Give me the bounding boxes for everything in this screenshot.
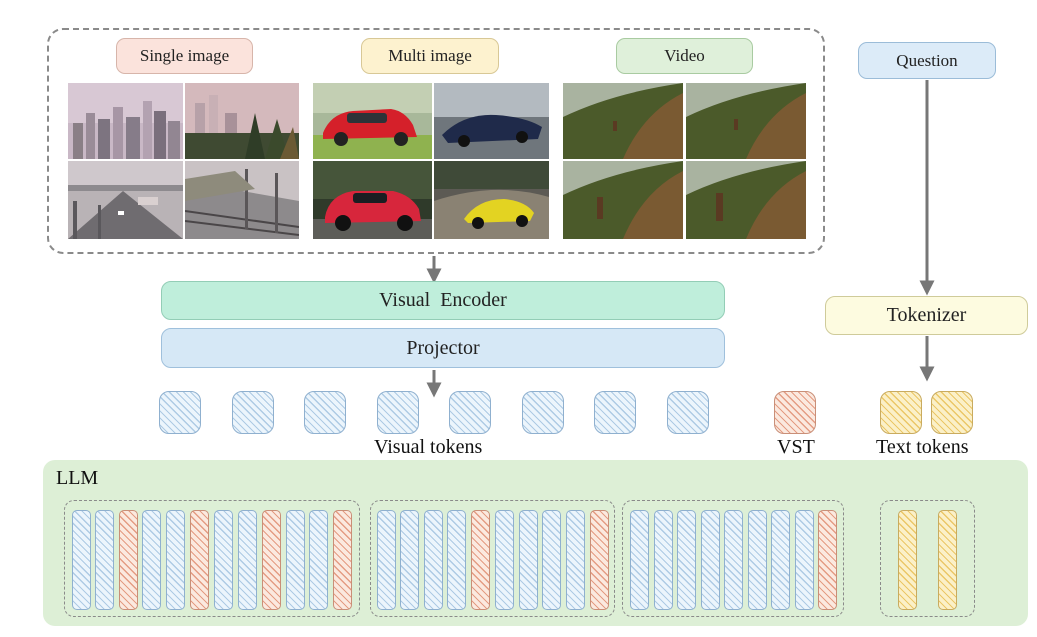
vst-token (774, 391, 816, 434)
text-token (931, 391, 973, 434)
llm-label: LLM (56, 467, 99, 489)
visual-token (377, 391, 419, 434)
llm-visual-token (286, 510, 305, 610)
llm-visual-token (142, 510, 161, 610)
llm-visual-token (424, 510, 443, 610)
multi-image-tile-3 (313, 161, 432, 239)
visual-token (304, 391, 346, 434)
llm-visual-token (495, 510, 514, 610)
llm-vst-token (590, 510, 609, 610)
llm-visual-token (214, 510, 233, 610)
multi-image-tile-1 (313, 83, 432, 159)
llm-text-token (898, 510, 917, 610)
llm-vst-token (333, 510, 352, 610)
llm-visual-token (771, 510, 790, 610)
tokenizer-block: Tokenizer (825, 296, 1028, 335)
input-modalities-frame (47, 28, 825, 254)
visual-token (522, 391, 564, 434)
llm-visual-token (238, 510, 257, 610)
video-frame-4 (686, 161, 806, 239)
projector-block: Projector (161, 328, 725, 368)
video-frame-2 (686, 83, 806, 159)
llm-vst-token (190, 510, 209, 610)
single-image-tile-2 (185, 83, 299, 159)
llm-visual-token (701, 510, 720, 610)
llm-visual-token (309, 510, 328, 610)
llm-visual-token (724, 510, 743, 610)
multi-image-tile-2 (434, 83, 549, 159)
llm-visual-token (377, 510, 396, 610)
llm-token-group-video (622, 500, 844, 617)
llm-text-token (938, 510, 957, 610)
video-frame-1 (563, 83, 683, 159)
llm-visual-token (630, 510, 649, 610)
question-label: Question (858, 42, 996, 79)
llm-visual-token (166, 510, 185, 610)
llm-visual-token (72, 510, 91, 610)
vst-label: VST (777, 436, 815, 458)
llm-visual-token (677, 510, 696, 610)
llm-token-group-single-image (64, 500, 360, 617)
llm-visual-token (95, 510, 114, 610)
single-image-tile-3 (68, 161, 183, 239)
llm-visual-token (542, 510, 561, 610)
llm-visual-token (654, 510, 673, 610)
visual-tokens-label: Visual tokens (374, 436, 483, 458)
llm-vst-token (262, 510, 281, 610)
video-frame-3 (563, 161, 683, 239)
llm-visual-token (519, 510, 538, 610)
text-token (880, 391, 922, 434)
llm-visual-token (795, 510, 814, 610)
llm-visual-token (748, 510, 767, 610)
llm-visual-token (566, 510, 585, 610)
llm-vst-token (471, 510, 490, 610)
video-label: Video (616, 38, 753, 74)
llm-visual-token (400, 510, 419, 610)
visual-token (594, 391, 636, 434)
llm-vst-token (119, 510, 138, 610)
llm-token-group-multi-image (370, 500, 615, 617)
visual-encoder-block: Visual Encoder (161, 281, 725, 320)
llm-vst-token (818, 510, 837, 610)
multi-image-label: Multi image (361, 38, 499, 74)
visual-token (159, 391, 201, 434)
multi-image-tile-4 (434, 161, 549, 239)
llm-visual-token (447, 510, 466, 610)
visual-token (232, 391, 274, 434)
text-tokens-label: Text tokens (876, 436, 969, 458)
single-image-label: Single image (116, 38, 253, 74)
visual-token (449, 391, 491, 434)
single-image-tile-4 (185, 161, 299, 239)
visual-token (667, 391, 709, 434)
llm-token-group-text (880, 500, 975, 617)
single-image-tile-1 (68, 83, 183, 159)
